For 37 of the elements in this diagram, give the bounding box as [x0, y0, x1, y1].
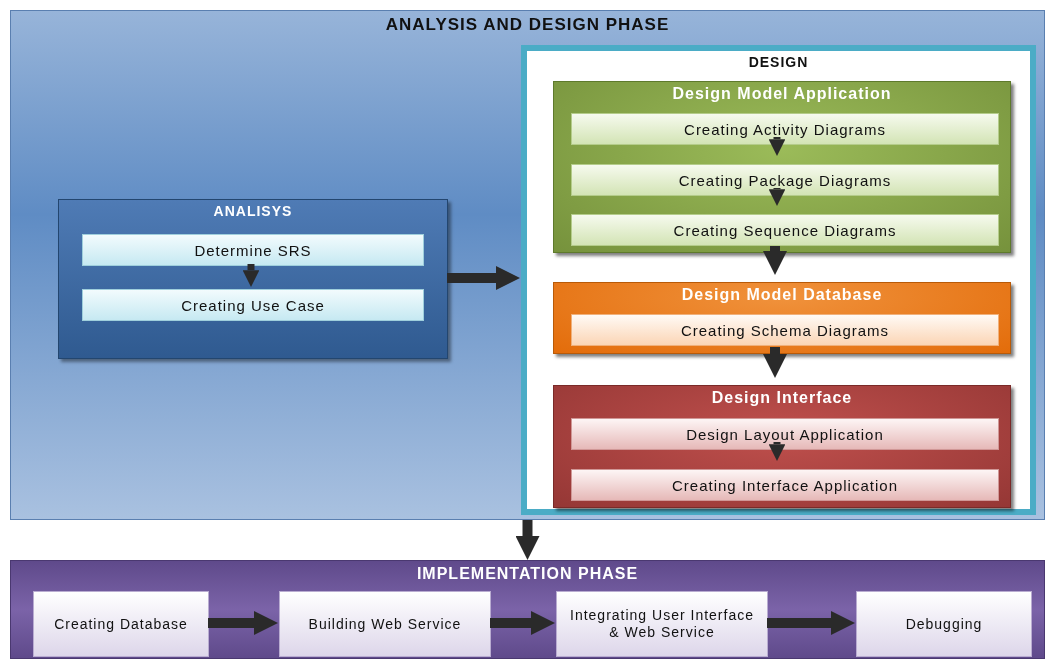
process-step: Creating Use Case [82, 289, 424, 321]
process-step: Determine SRS [82, 234, 424, 266]
block-arrow [490, 611, 555, 635]
process-step: Debugging [856, 591, 1032, 657]
block-arrow [763, 246, 787, 275]
panel-title: Design Model Application [671, 85, 893, 103]
process-step: Creating Schema Diagrams [571, 314, 999, 346]
panel-title: ANALYSIS AND DESIGN PHASE [384, 15, 671, 35]
process-step: Design Layout Application [571, 418, 999, 450]
process-step: Creating Database [33, 591, 209, 657]
design-panel [521, 45, 1036, 515]
process-step: Building Web Service [279, 591, 491, 657]
group-panel [553, 81, 1011, 253]
block-arrow [768, 442, 786, 461]
panel-title: Design Interface [710, 389, 854, 407]
process-step: Integrating User Interface & Web Service [556, 591, 768, 657]
process-step: Creating Interface Application [571, 469, 999, 501]
panel-title: Design Model Database [680, 286, 884, 304]
block-arrow [767, 611, 855, 635]
group-panel [58, 199, 448, 359]
process-step: Creating Activity Diagrams [571, 113, 999, 145]
block-arrow [208, 611, 278, 635]
block-arrow [768, 137, 786, 156]
panel-title: IMPLEMENTATION PHASE [415, 565, 640, 583]
phase-panel [10, 560, 1045, 659]
block-arrow [242, 264, 260, 287]
block-arrow [763, 347, 787, 378]
block-arrow [447, 266, 520, 290]
panel-title: ANALISYS [212, 203, 294, 219]
process-step: Creating Sequence Diagrams [571, 214, 999, 246]
group-panel [553, 282, 1011, 354]
group-panel [553, 385, 1011, 508]
phase-panel [10, 10, 1045, 520]
block-arrow [515, 520, 540, 560]
block-arrow [768, 188, 786, 206]
process-step: Creating Package Diagrams [571, 164, 999, 196]
panel-title: DESIGN [747, 54, 810, 70]
